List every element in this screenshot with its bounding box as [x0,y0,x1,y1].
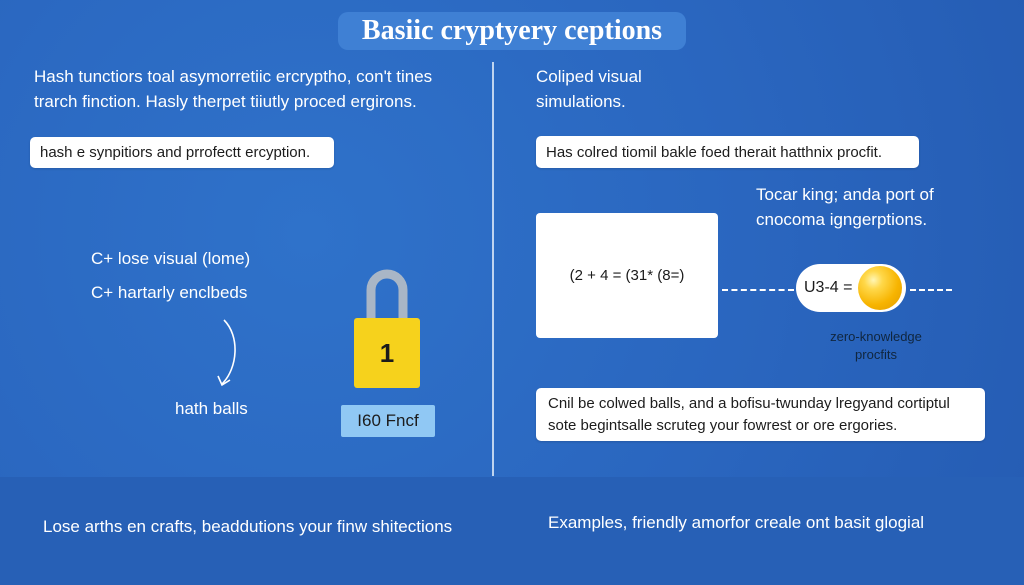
padlock-label: I60 Fncf [341,405,435,437]
right-bottom-card-line1: Cnil be colwed balls, and a bofisu-twund… [548,394,950,412]
left-intro: Hash tunctiors toal asymorretiic ercrypt… [34,64,484,114]
left-card: hash e synpitiors and prrofectt ercyptio… [30,137,334,168]
footer-left-text: Lose arths en crafts, beaddutions your f… [43,517,453,536]
arrow-caption: hath balls [175,399,248,418]
padlock-icon: 1 [354,266,420,388]
right-bottom-card-line2: sote begintsalle scruteg your fowrest or… [548,416,898,434]
right-bottom-card: Cnil be colwed balls, and a bofisu-twund… [536,388,985,441]
footer-right-text: Examples, friendly amorfor creale ont ba… [548,513,925,532]
title-banner: Basiic cryptyery ceptions [338,12,686,50]
right-intro: Coliped visual simulations. [536,64,736,114]
zk-line1: zero-knowledge [830,329,922,344]
left-item-2: C+ hartarly enclbeds [91,283,248,302]
center-divider [492,62,494,476]
right-intro-line1: Coliped visual [536,67,642,86]
padlock-body: 1 [354,318,420,388]
value-pill: U3-4 = [796,264,906,312]
right-intro-line2: simulations. [536,92,626,111]
left-intro-line2: trarch finction. Hasly therpet tiiutly p… [34,92,417,111]
zk-line2: procfits [855,347,897,362]
left-item-1: C+ lose visual (lome) [91,249,251,268]
left-intro-line1: Hash tunctiors toal asymorretiic ercrypt… [34,67,433,86]
right-note-line1: Tocar king; anda port of [756,185,934,204]
yellow-ball-icon [858,266,902,310]
value-pill-label: U3-4 = [804,279,853,296]
left-card-text: hash e synpitiors and prrofectt ercyptio… [40,144,311,161]
page-title: Basiic cryptyery ceptions [361,15,663,46]
padlock-number: 1 [379,337,395,368]
zero-knowledge-caption: zero-knowledge procfits [812,328,940,364]
right-card-text: Has colred tiomil bakle foed therait hat… [546,143,882,161]
padlock-shackle-icon [366,269,408,324]
dashed-connector-left [722,289,794,291]
padlock-label-text: I60 Fncf [357,411,419,430]
curved-arrow-icon [217,319,236,387]
footer-band [0,477,1024,585]
right-note-line2: cnocoma igngerptions. [756,210,928,229]
dashed-connector-right [910,289,952,291]
right-card: Has colred tiomil bakle foed therait hat… [536,136,919,168]
equation-text: (2 + 4 = (31* (8=) [569,267,685,284]
equation-box: (2 + 4 = (31* (8=) [536,213,718,338]
right-note: Tocar king; anda port of cnocoma igngerp… [756,182,996,232]
